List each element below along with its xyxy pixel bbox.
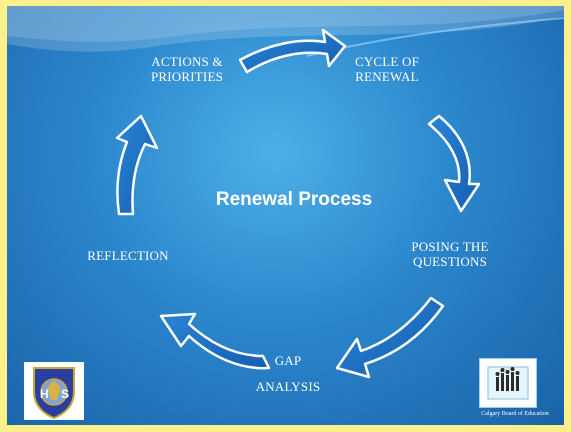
step-posing-line1: POSING THE: [411, 239, 489, 254]
step-actions-line1: ACTIONS &: [151, 54, 223, 69]
step-cycle-line2: RENEWAL: [355, 69, 419, 84]
renewal-cycle-diagram: [115, 28, 481, 379]
calgary-board-caption: Calgary Board of Education: [481, 411, 549, 417]
step-actions-line2: PRIORITIES: [150, 69, 224, 84]
step-posing-line2: QUESTIONS: [412, 254, 488, 269]
step-posing-the-questions: POSING THE QUESTIONS: [395, 239, 505, 269]
crest-letter-s: S: [61, 387, 69, 401]
arrow-gap-to-reflection: [159, 312, 271, 370]
arrow-cycle-to-posing: [427, 114, 481, 213]
crest-letter-h: H: [40, 387, 49, 401]
diagram-title: Renewal Process: [215, 189, 373, 210]
step-gap-analysis: GAP ANALYSIS: [243, 348, 333, 400]
arrow-posing-to-gap: [335, 296, 445, 379]
step-actions-priorities: ACTIONS & PRIORITIES: [137, 54, 237, 84]
calgary-board-logo: [479, 358, 537, 408]
step-cycle-of-renewal: CYCLE OF RENEWAL: [337, 54, 437, 84]
slide-canvas: ACTIONS & PRIORITIES CYCLE OF RENEWAL PO…: [7, 6, 564, 425]
arrow-reflection-to-actions: [115, 114, 159, 216]
step-cycle-line1: CYCLE OF: [354, 54, 420, 69]
step-gap-line2: ANALYSIS: [255, 379, 321, 394]
header-wave-decoration: [7, 6, 564, 57]
school-crest-logo: H S: [24, 362, 84, 420]
step-reflection: REFLECTION: [87, 248, 169, 263]
step-gap-line1: GAP: [274, 353, 302, 368]
arrow-actions-to-cycle: [238, 28, 347, 74]
